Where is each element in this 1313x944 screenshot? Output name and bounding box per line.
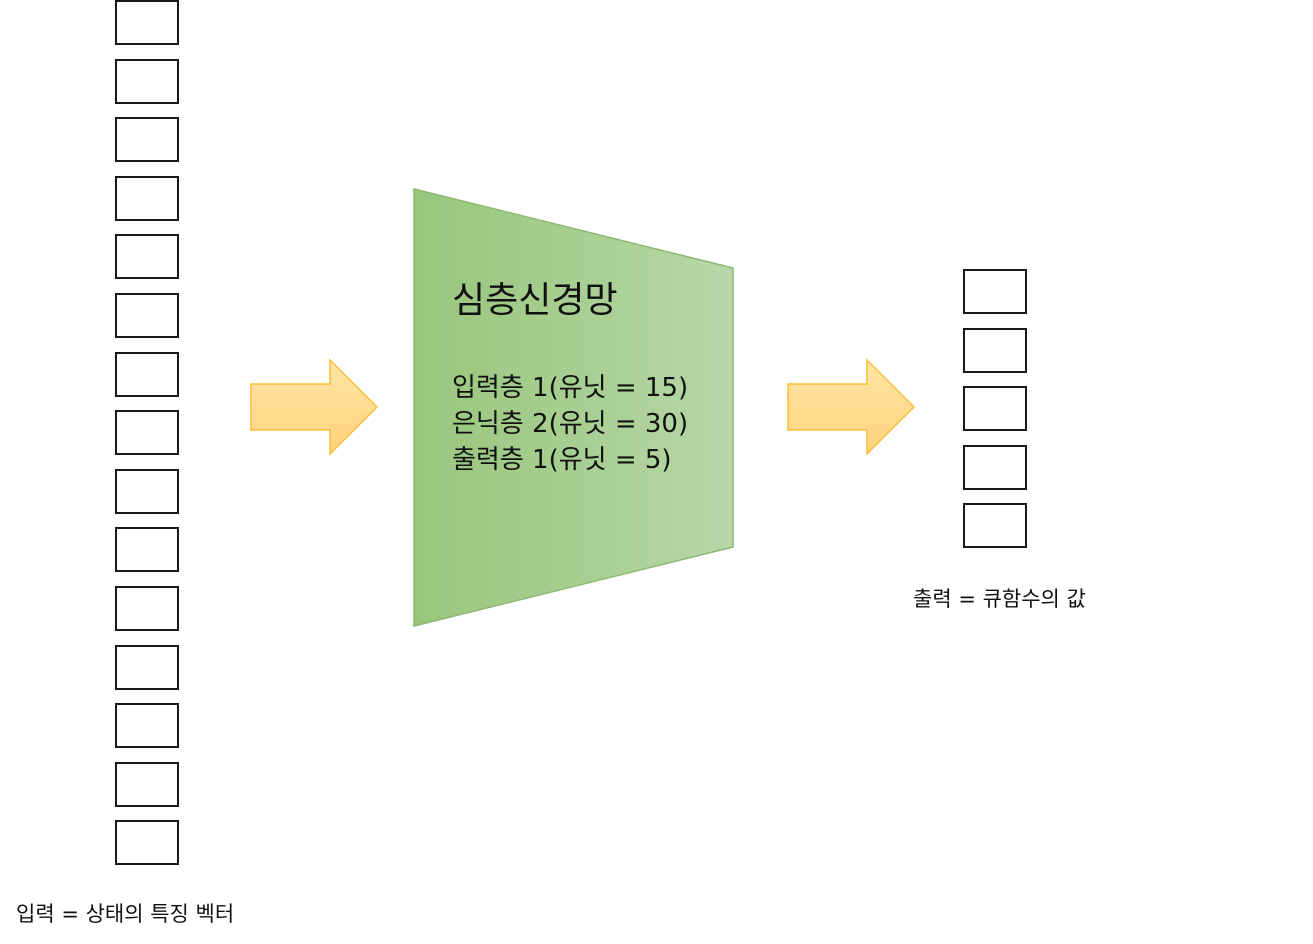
input-vector-cell bbox=[115, 527, 179, 573]
input-vector-cell bbox=[115, 644, 179, 690]
hidden-layer-label: 은닉층 2(유닛 = 30) bbox=[452, 409, 689, 439]
input-vector-cell bbox=[115, 351, 179, 397]
input-vector-cell bbox=[115, 0, 179, 45]
input-vector-cell bbox=[115, 117, 179, 163]
output-vector-cell bbox=[963, 386, 1027, 431]
input-arrow bbox=[250, 358, 379, 456]
input-vector-cell bbox=[115, 468, 179, 514]
input-vector-cell bbox=[115, 586, 179, 631]
input-vector-cell bbox=[115, 175, 179, 221]
input-vector-cell bbox=[115, 410, 179, 456]
input-vector-cell bbox=[115, 234, 179, 280]
output-caption: 출력 = 큐함수의 값 bbox=[913, 587, 1086, 611]
input-vector-cell bbox=[115, 703, 179, 749]
input-vector-cell bbox=[115, 761, 179, 807]
output-vector-cell bbox=[963, 503, 1027, 548]
input-vector-cell bbox=[115, 820, 179, 866]
output-vector-cell bbox=[963, 327, 1027, 373]
input-vector-cell bbox=[115, 293, 179, 338]
output-vector-cell bbox=[963, 444, 1027, 490]
input-caption: 입력 = 상태의 특징 벡터 bbox=[16, 902, 235, 926]
output-vector-cell bbox=[963, 269, 1027, 314]
output-layer-label: 출력층 1(유닛 = 5) bbox=[452, 445, 672, 475]
input-vector-cell bbox=[115, 58, 179, 104]
input-layer-label: 입력층 1(유닛 = 15) bbox=[452, 373, 689, 403]
network-title: 심층신경망 bbox=[452, 280, 618, 321]
network-layer-list: 입력층 1(유닛 = 15) 은닉층 2(유닛 = 30) 출력층 1(유닛 =… bbox=[452, 370, 688, 478]
output-arrow bbox=[787, 358, 916, 456]
